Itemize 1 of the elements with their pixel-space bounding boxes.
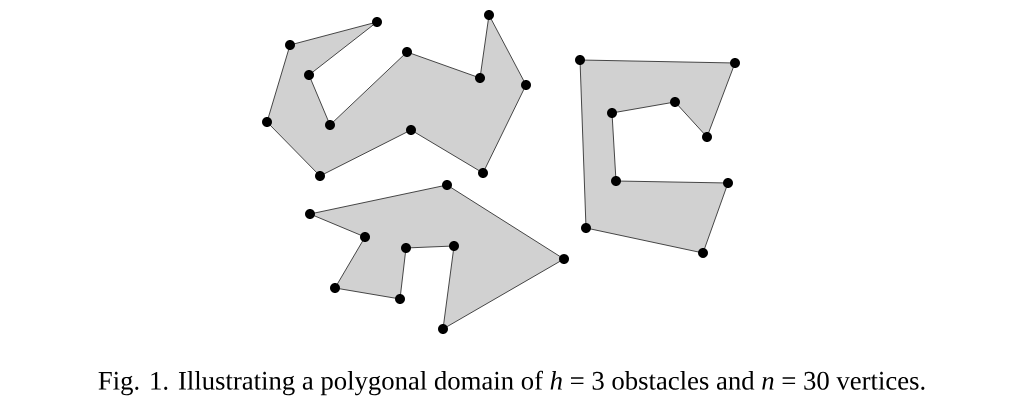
caption: Fig. 1. Illustrating a polygonal domain of h = 3 obstacles and n = 30 vertices. [98,370,925,396]
